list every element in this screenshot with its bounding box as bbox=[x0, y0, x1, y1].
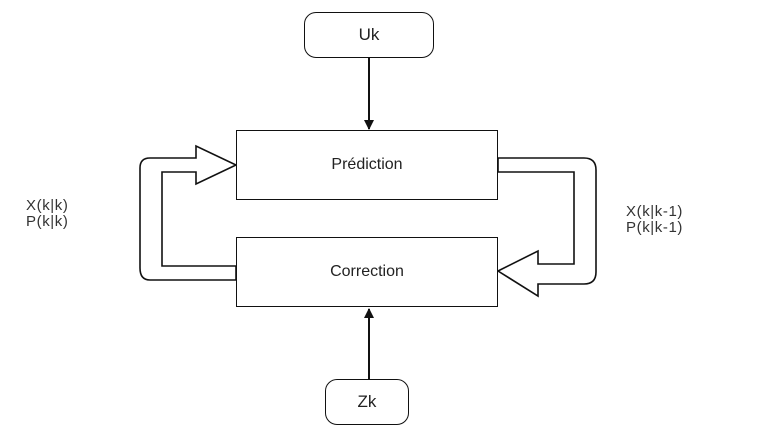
correction-box: Correction bbox=[236, 237, 498, 307]
predicted-state-estimate-label: X(k|k-1) bbox=[626, 203, 684, 220]
input-uk-label: Uk bbox=[358, 25, 380, 44]
measurement-zk-label: Zk bbox=[357, 392, 377, 411]
measurement-zk-box: Zk bbox=[325, 379, 409, 425]
predicted-covariance-label: P(k|k-1) bbox=[626, 219, 684, 236]
loop-arrow-prediction-to-correction bbox=[496, 157, 597, 298]
prediction-label: Prédiction bbox=[331, 156, 403, 173]
predicted-state-label: X(k|k-1) P(k|k-1) bbox=[626, 204, 683, 236]
correction-label: Correction bbox=[330, 263, 404, 280]
covariance-estimate-label: P(k|k) bbox=[26, 213, 69, 230]
corrected-state-label: X(k|k) P(k|k) bbox=[26, 198, 69, 230]
state-estimate-label: X(k|k) bbox=[26, 197, 69, 214]
input-uk-box: Uk bbox=[304, 12, 434, 58]
loop-arrow-correction-to-prediction bbox=[139, 144, 238, 281]
prediction-box: Prédiction bbox=[236, 130, 498, 200]
